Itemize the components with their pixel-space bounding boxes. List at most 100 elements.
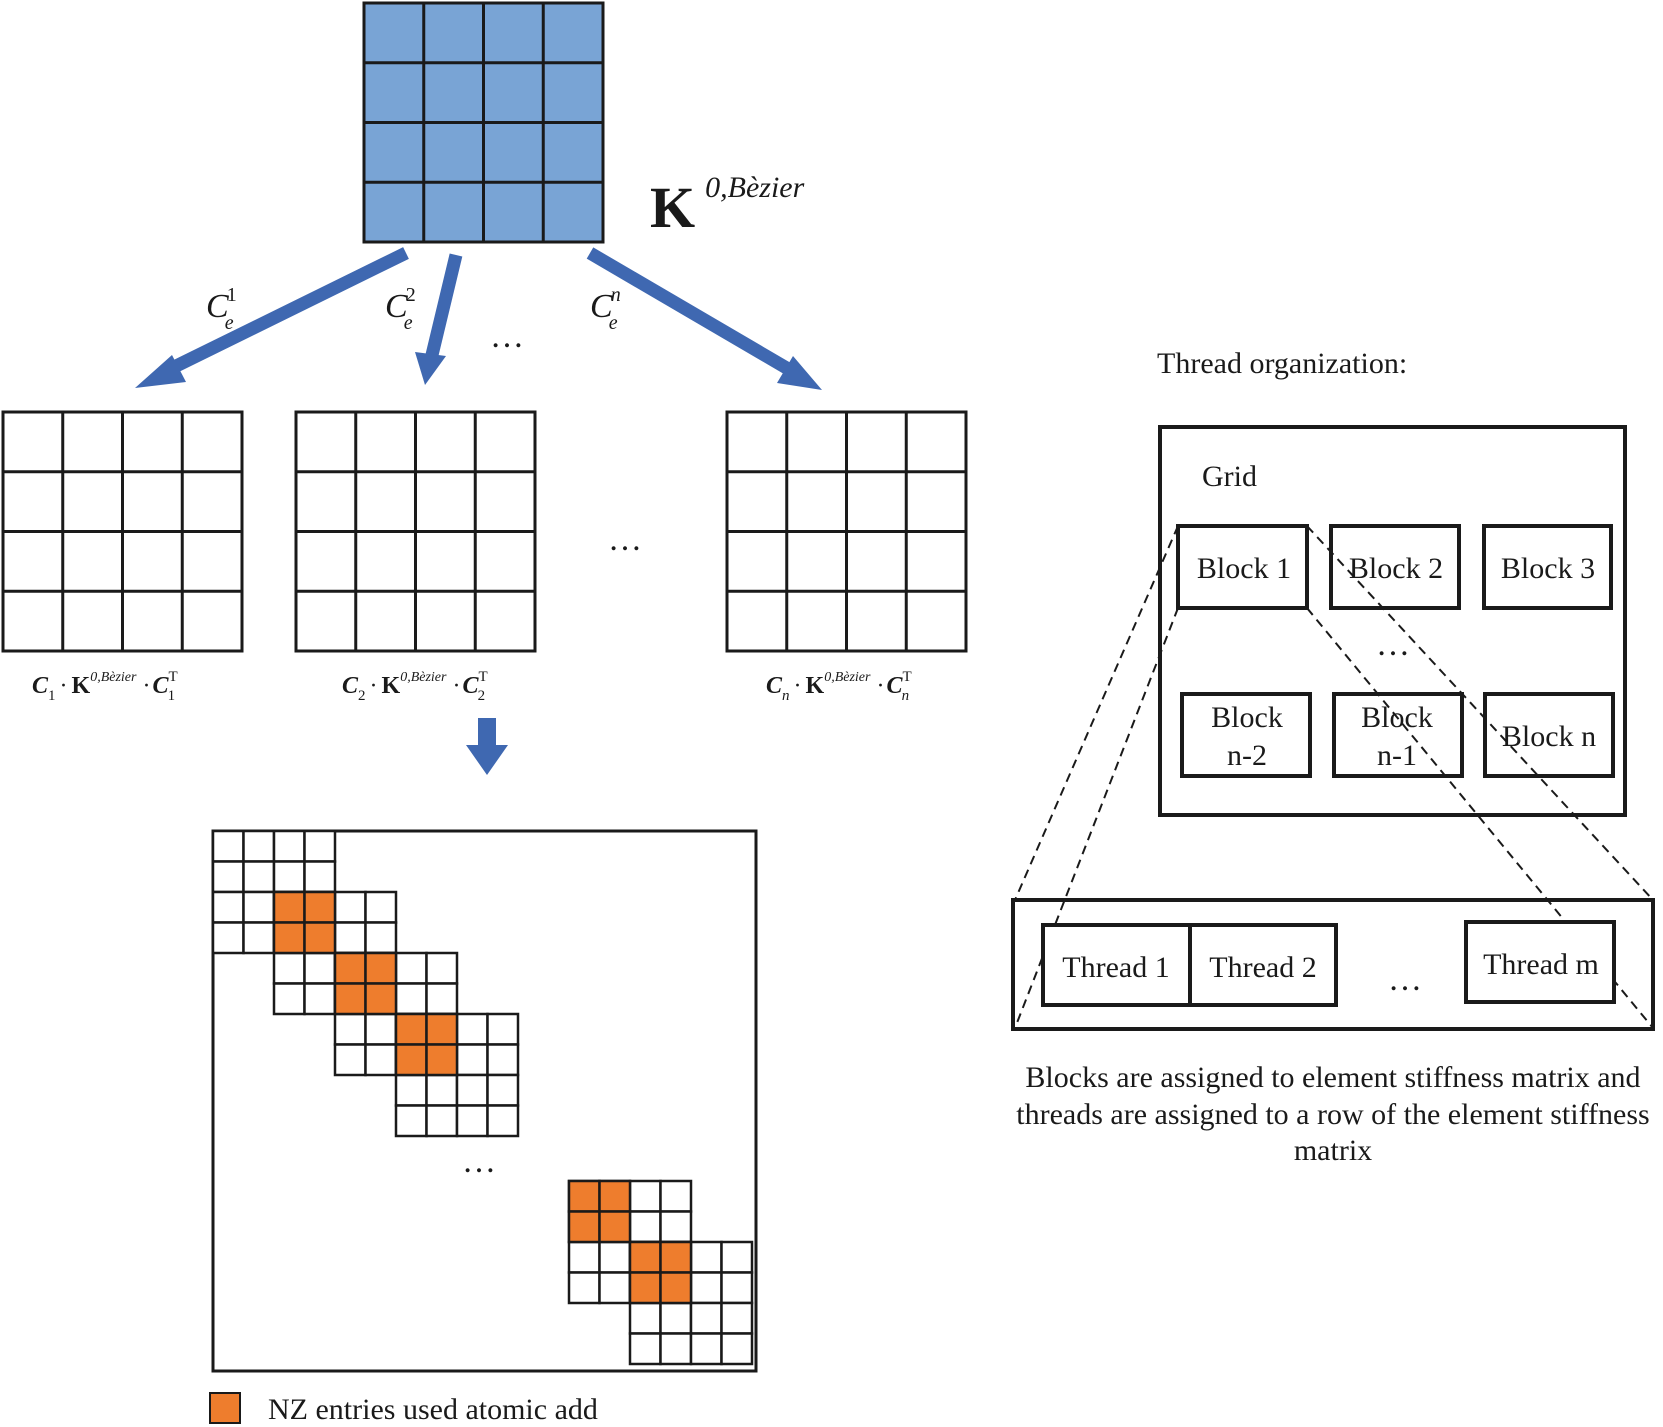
nz-block-1-cell	[211, 860, 245, 894]
nz-block-2-cell	[272, 982, 306, 1016]
thread-m	[1464, 920, 1616, 1004]
block-ellipsis: …	[1376, 626, 1410, 663]
nz-overlap-cell	[303, 921, 337, 955]
nz-block-tail-2-cell	[628, 1332, 662, 1366]
nz-block-1-cell	[242, 890, 276, 924]
nz-block-1-cell	[303, 829, 337, 863]
thread-2	[1188, 923, 1338, 1007]
nz-block-tail-2-cell	[720, 1271, 754, 1305]
nz-block-4-cell	[455, 1043, 489, 1077]
nz-block-4-cell	[394, 1104, 428, 1138]
arrow-2-head	[415, 352, 446, 385]
nz-overlap-cell	[272, 890, 306, 924]
nz-block-1-cell	[272, 860, 306, 894]
nz-block-4-cell	[425, 1104, 459, 1138]
nz-block-2-cell	[333, 921, 367, 955]
nz-block-tail-1-cell	[598, 1240, 632, 1274]
nz-block-1-cell	[303, 860, 337, 894]
nz-overlap-cell	[567, 1179, 601, 1213]
nz-block-4-cell	[455, 1073, 489, 1107]
nz-block-tail-2-cell	[720, 1240, 754, 1274]
nz-block-tail-2-cell	[689, 1271, 723, 1305]
global-ellipsis: …	[462, 1143, 496, 1180]
thread-2-label: Thread 2	[1209, 951, 1316, 984]
nz-overlap-cell	[333, 982, 367, 1016]
nz-block-tail-1-cell	[628, 1179, 662, 1213]
nz-block-3-cell	[394, 951, 428, 985]
nz-overlap-cell	[425, 1012, 459, 1046]
nz-block-tail-2-cell	[659, 1332, 693, 1366]
nz-block-1-cell	[242, 921, 276, 955]
nz-block-3-cell	[364, 1012, 398, 1046]
nz-block-1-cell	[211, 921, 245, 955]
grid-frame	[1158, 425, 1627, 817]
nz-block-2-cell	[333, 890, 367, 924]
nz-block-4-cell	[486, 1104, 520, 1138]
nz-overlap-cell	[272, 921, 306, 955]
nz-overlap-cell	[628, 1240, 662, 1274]
zoom-line-c	[1306, 525, 1654, 901]
nz-overlap-cell	[598, 1210, 632, 1244]
nz-block-4-cell	[455, 1012, 489, 1046]
nz-block-4-cell	[486, 1043, 520, 1077]
nz-block-1-cell	[242, 860, 276, 894]
nz-block-tail-2-cell	[628, 1301, 662, 1335]
nz-block-3-cell	[425, 982, 459, 1016]
nz-block-3-cell	[364, 1043, 398, 1077]
block-2	[1329, 524, 1461, 610]
nz-block-tail-2-cell	[720, 1332, 754, 1366]
legend-swatch	[209, 1392, 241, 1424]
arrow-2-shaft	[425, 253, 463, 357]
nz-overlap-cell	[628, 1271, 662, 1305]
nz-block-3-cell	[425, 951, 459, 985]
element-matrices	[1, 410, 968, 653]
arrow-3-shaft	[586, 247, 794, 376]
nz-block-3-cell	[333, 1012, 367, 1046]
nz-block-2-cell	[272, 951, 306, 985]
thread-1-label: Thread 1	[1062, 951, 1169, 984]
block-1-label: Block 1	[1197, 552, 1291, 585]
transform-arrows	[135, 247, 822, 775]
reference-stiffness-matrix	[362, 1, 605, 244]
nz-block-tail-1-cell	[628, 1210, 662, 1244]
nz-overlap-cell	[659, 1240, 693, 1274]
arrow-ellipsis: …	[490, 318, 524, 355]
thread-1	[1041, 923, 1192, 1007]
nz-block-1-cell	[272, 829, 306, 863]
block-2-label: Block 2	[1349, 552, 1443, 585]
block-3	[1482, 524, 1613, 610]
caption-line-1: Blocks are assigned to element stiffness…	[1025, 1061, 1640, 1094]
nz-block-tail-2-cell	[689, 1240, 723, 1274]
block-3-label: Block 3	[1501, 552, 1595, 585]
nz-block-4-cell	[425, 1073, 459, 1107]
block-n-1	[1332, 692, 1464, 778]
nz-block-2-cell	[303, 982, 337, 1016]
nz-block-3-cell	[394, 982, 428, 1016]
nz-block-2-cell	[364, 890, 398, 924]
thread-m-label: Thread m	[1483, 948, 1599, 981]
thread-ellipsis: …	[1388, 961, 1422, 998]
arrow-3-head	[777, 356, 822, 390]
nz-block-4-cell	[455, 1104, 489, 1138]
thread-caption: Blocks are assigned to element stiffness…	[1016, 1061, 1649, 1167]
nz-block-tail-2-cell	[720, 1301, 754, 1335]
nz-block-tail-2-cell	[659, 1301, 693, 1335]
caption-line-3: matrix	[1294, 1134, 1372, 1167]
nz-overlap-cell	[303, 890, 337, 924]
grid-label: Grid	[1202, 460, 1257, 493]
nz-block-tail-1-cell	[659, 1179, 693, 1213]
nz-overlap-cell	[598, 1179, 632, 1213]
nz-block-1-cell	[242, 829, 276, 863]
nz-overlap-cell	[659, 1271, 693, 1305]
element-ellipsis: …	[608, 521, 642, 558]
block-n-label: Block n	[1502, 720, 1596, 753]
